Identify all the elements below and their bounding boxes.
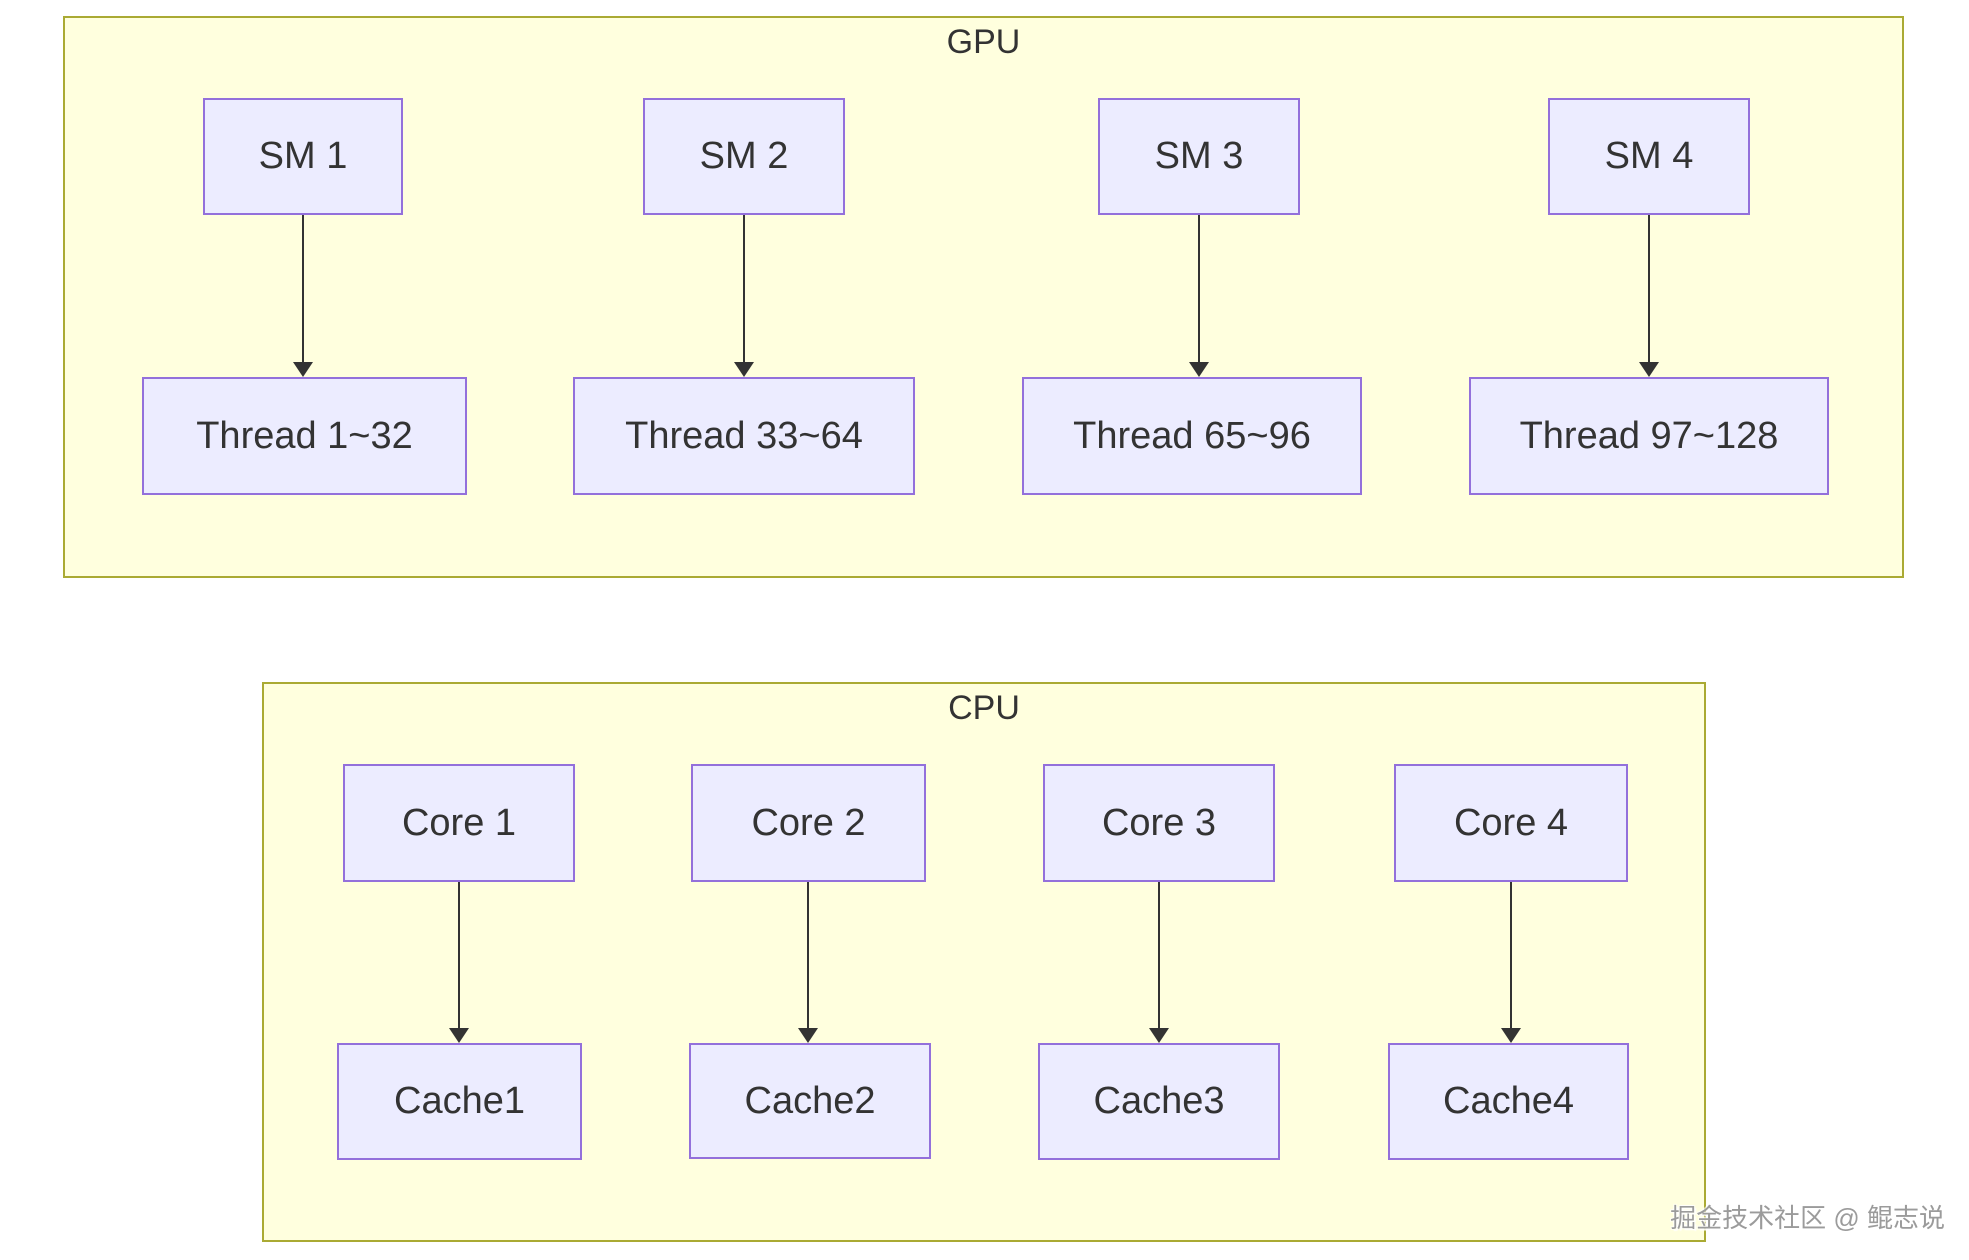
arrow-line <box>742 215 746 362</box>
watermark-text: 掘金技术社区 @ 鲲志说 <box>1670 1203 1945 1233</box>
node-sm-3: SM 3 <box>1098 98 1300 215</box>
cluster-gpu-title: GPU <box>946 23 1021 61</box>
arrow-line <box>1509 882 1513 1028</box>
node-cache-4: Cache4 <box>1388 1043 1629 1160</box>
node-thread-97-128: Thread 97~128 <box>1469 377 1829 495</box>
node-core-2: Core 2 <box>691 764 926 882</box>
node-cache-3: Cache3 <box>1038 1043 1280 1160</box>
arrowhead-down-icon <box>293 362 313 377</box>
arrowhead-down-icon <box>734 362 754 377</box>
arrow-sm1-to-thread1 <box>293 215 313 377</box>
node-sm-4: SM 4 <box>1548 98 1750 215</box>
arrowhead-down-icon <box>798 1028 818 1043</box>
node-thread-33-64: Thread 33~64 <box>573 377 915 495</box>
cluster-cpu-title: CPU <box>948 689 1020 727</box>
node-cache-1: Cache1 <box>337 1043 582 1160</box>
arrow-core3-to-cache3 <box>1149 882 1169 1043</box>
arrow-line <box>1197 215 1201 362</box>
arrowhead-down-icon <box>1639 362 1659 377</box>
arrow-core2-to-cache2 <box>798 882 818 1043</box>
node-thread-65-96: Thread 65~96 <box>1022 377 1362 495</box>
node-cache-2: Cache2 <box>689 1043 931 1159</box>
arrow-line <box>1647 215 1651 362</box>
arrowhead-down-icon <box>1189 362 1209 377</box>
arrow-sm3-to-thread3 <box>1189 215 1209 377</box>
node-sm-1: SM 1 <box>203 98 403 215</box>
node-core-4: Core 4 <box>1394 764 1628 882</box>
arrowhead-down-icon <box>449 1028 469 1043</box>
arrow-line <box>457 882 461 1028</box>
node-core-1: Core 1 <box>343 764 575 882</box>
arrow-sm4-to-thread4 <box>1639 215 1659 377</box>
arrow-core1-to-cache1 <box>449 882 469 1043</box>
arrow-core4-to-cache4 <box>1501 882 1521 1043</box>
arrow-sm2-to-thread2 <box>734 215 754 377</box>
node-thread-1-32: Thread 1~32 <box>142 377 467 495</box>
arrowhead-down-icon <box>1149 1028 1169 1043</box>
arrow-line <box>1157 882 1161 1028</box>
arrowhead-down-icon <box>1501 1028 1521 1043</box>
arrow-line <box>301 215 305 362</box>
arrow-line <box>806 882 810 1028</box>
node-sm-2: SM 2 <box>643 98 845 215</box>
node-core-3: Core 3 <box>1043 764 1275 882</box>
